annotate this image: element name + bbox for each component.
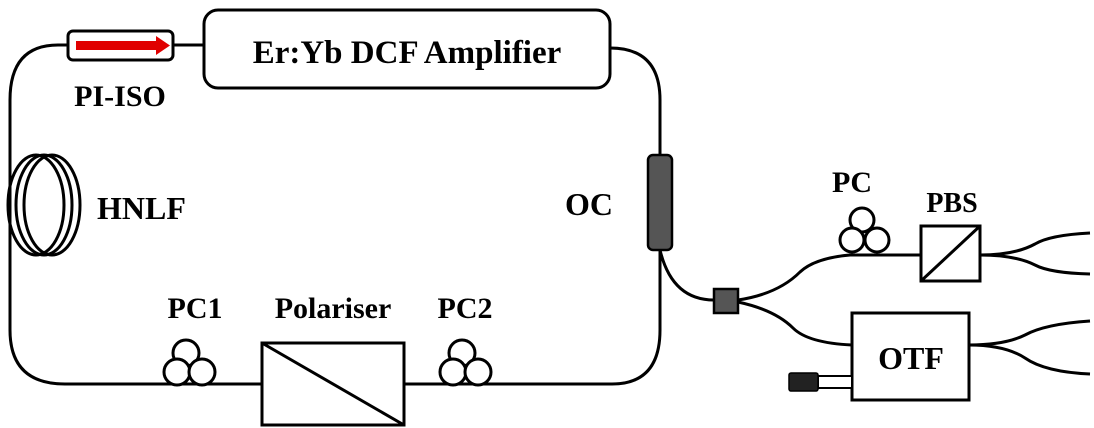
polariser-label: Polariser	[275, 292, 392, 325]
ring-fiber-bottom-mid	[404, 250, 662, 386]
hnlf-label: HNLF	[97, 190, 186, 226]
pbs-output-upper	[979, 231, 1091, 257]
fiber-coil-icon	[6, 153, 82, 257]
otf-output-upper	[968, 319, 1091, 347]
amplifier-body	[202, 8, 612, 90]
three-loop-paddle-icon	[838, 206, 891, 254]
upper-branch-fiber	[737, 253, 921, 302]
oc-output-fiber	[658, 249, 715, 302]
diagonal-split-cube-icon	[919, 224, 982, 283]
pbs-output-lower	[979, 253, 1091, 276]
ring-fiber-right-top	[609, 46, 662, 155]
arrow-right-icon	[76, 36, 170, 55]
pc1-label: PC1	[168, 292, 223, 325]
otf-body	[850, 311, 971, 402]
three-loop-paddle-icon	[162, 338, 217, 387]
output-coupler	[646, 153, 674, 252]
amplifier-label: Er:Yb DCF Amplifier	[253, 35, 562, 71]
coupler-label: OC	[565, 186, 613, 222]
otf-label: OTF	[878, 340, 944, 376]
pc-label: PC	[832, 166, 872, 199]
splitter-coupler	[712, 287, 740, 315]
pbs-label: PBS	[926, 188, 977, 219]
polariser: Polariser	[260, 292, 406, 427]
lower-branch-fiber	[737, 300, 853, 347]
pc2-label: PC2	[438, 292, 493, 325]
amplifier: Er:Yb DCF Amplifier	[202, 8, 612, 90]
isolator: PI-ISO	[66, 29, 175, 113]
otf-output-lower	[968, 343, 1091, 376]
three-loop-paddle-icon	[438, 338, 493, 387]
isolator-label: PI-ISO	[74, 80, 166, 113]
connector-plug-icon	[788, 372, 853, 392]
